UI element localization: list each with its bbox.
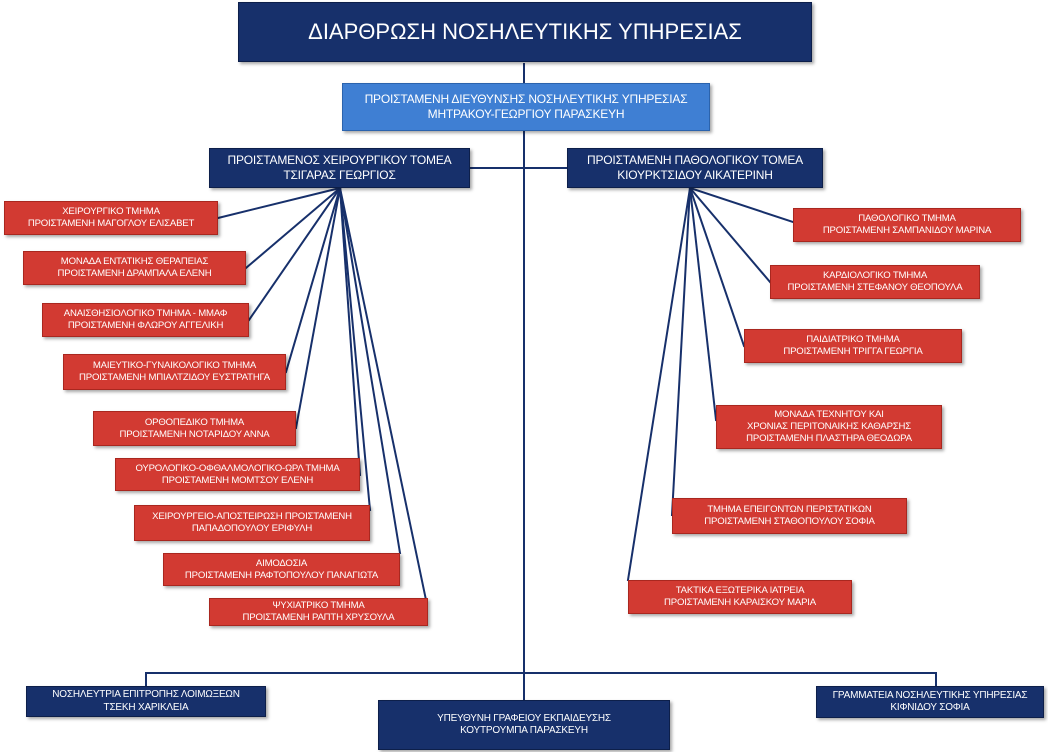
dept-title: ΤΜΗΜΑ ΕΠΕΙΓΟΝΤΩΝ ΠΕΡΙΣΤΑΤΙΚΩΝ: [707, 504, 872, 516]
connector-surgical-5: [294, 186, 342, 430]
dept-title: ΑΝΑΙΣΘΗΣΙΟΛΟΓΙΚΟ ΤΜΗΜΑ - ΜΜΑΦ: [63, 308, 228, 320]
pathology-dept-box: ΠΑΙΔΙΑΤΡΙΚΟ ΤΜΗΜΑ ΠΡΟΙΣΤΑΜΕΝΗ ΤΡΙΓΓΑ ΓΕΩ…: [744, 329, 962, 363]
connector-surgical-7: [338, 186, 372, 512]
connector-surgical-2: [244, 186, 342, 270]
director-box: ΠΡΟΙΣΤΑΜΕΝΗ ΔΙΕΥΘΥΝΣΗΣ ΝΟΣΗΛΕΥΤΙΚΗΣ ΥΠΗΡ…: [342, 83, 710, 131]
pathology-sector-name: ΚΙΟΥΡΚΤΣΙΔΟΥ ΑΙΚΑΤΕΡΙΝΗ: [617, 168, 773, 182]
education-office-name: ΚΟΥΤΡΟΥΜΠΑ ΠΑΡΑΣΚΕΥΗ: [460, 725, 588, 736]
dept-head: ΠΡΟΙΣΤΑΜΕΝΗ ΜΠΙΑΛΤΖΙΔΟΥ ΕΥΣΤΡΑΤΗΓΑ: [79, 372, 270, 383]
dept-head: ΠΡΟΙΣΤΑΜΕΝΗ ΚΑΡΑΙΣΚΟΥ ΜΑΡΙΑ: [664, 597, 816, 608]
secretariat-name: ΚΙΦΝΙΔΟΥ ΣΟΦΙΑ: [890, 702, 970, 713]
chart-title: ΔΙΑΡΘΡΩΣΗ ΝΟΣΗΛΕΥΤΙΚΗΣ ΥΠΗΡΕΣΙΑΣ: [238, 2, 812, 62]
connector-pathology-2: [688, 186, 772, 284]
surgical-dept-box: ΜΑΙΕΥΤΙΚΟ-ΓΥΝΑΙΚΟΛΟΓΙΚΟ ΤΜΗΜΑ ΠΡΟΙΣΤΑΜΕΝ…: [63, 354, 286, 390]
pathology-dept-box: ΠΑΘΟΛΟΓΙΚΟ ΤΜΗΜΑ ΠΡΟΙΣΤΑΜΕΝΗ ΣΑΜΠΑΝΙΔΟΥ …: [793, 208, 1021, 242]
dept-title: ΜΑΙΕΥΤΙΚΟ-ΓΥΝΑΙΚΟΛΟΓΙΚΟ ΤΜΗΜΑ: [92, 360, 257, 372]
surgical-dept-box: ΧΕΙΡΟΥΡΓΙΚΟ ΤΜΗΜΑ ΠΡΟΙΣΤΑΜΕΝΗ ΜΑΓΟΓΛΟΥ Ε…: [4, 201, 218, 235]
connector-pathology-4: [688, 186, 718, 422]
dept-head: ΠΡΟΙΣΤΑΜΕΝΗ ΠΛΑΣΤΗΡΑ ΘΕΟΔΩΡΑ: [746, 432, 912, 444]
dept-head: ΠΡΟΙΣΤΑΜΕΝΗ ΝΟΤΑΡΙΔΟΥ ΑΝΝΑ: [119, 428, 270, 440]
connector-pathology-1: [688, 186, 795, 224]
dept-title: ΜΟΝΑΔΑ ΕΝΤΑΤΙΚΗΣ ΘΕΡΑΠΕΙΑΣ: [60, 256, 209, 268]
surgical-dept-box: ΟΡΘΟΠΕΔΙΚΟ ΤΜΗΜΑ ΠΡΟΙΣΤΑΜΕΝΗ ΝΟΤΑΡΙΔΟΥ Α…: [93, 411, 296, 446]
dept-title: ΧΕΙΡΟΥΡΓΙΚΟ ΤΜΗΜΑ: [62, 206, 160, 218]
dept-subtitle: ΧΡΟΝΙΑΣ ΠΕΡΙΤΟΝΑΙΚΗΣ ΚΑΘΑΡΣΗΣ: [747, 421, 911, 433]
connector-surgical-1: [216, 186, 342, 220]
connector-surgical-3: [247, 186, 342, 322]
director-role: ΠΡΟΙΣΤΑΜΕΝΗ ΔΙΕΥΘΥΝΣΗΣ ΝΟΣΗΛΕΥΤΙΚΗΣ ΥΠΗΡ…: [364, 92, 688, 107]
education-office-role: ΥΠΕΥΘΥΝΗ ΓΡΑΦΕΙΟΥ ΕΚΠΑΙΔΕΥΣΗΣ: [437, 712, 611, 724]
dept-title: ΧΕΙΡΟΥΡΓΕΙΟ-ΑΠΟΣΤΕΙΡΩΣΗ ΠΡΟΙΣΤΑΜΕΝΗ: [152, 511, 352, 523]
dept-title: ΟΥΡΟΛΟΓΙΚΟ-ΟΦΘΑΛΜΟΛΟΓΙΚΟ-ΩΡΛ ΤΜΗΜΑ: [135, 462, 340, 474]
connector-pathology-6: [626, 186, 692, 582]
chart-title-text: ΔΙΑΡΘΡΩΣΗ ΝΟΣΗΛΕΥΤΙΚΗΣ ΥΠΗΡΕΣΙΑΣ: [308, 18, 742, 44]
dept-head: ΠΑΠΑΔΟΠΟΥΛΟΥ ΕΡΙΦΥΛΗ: [191, 523, 313, 534]
dept-head: ΠΡΟΙΣΤΑΜΕΝΗ ΡΑΦΤΟΠΟΥΛΟΥ ΠΑΝΑΓΙΩΤΑ: [184, 569, 379, 581]
infection-committee-name: ΤΣΕΚΗ ΧΑΡΙΚΛΕΙΑ: [103, 701, 189, 713]
surgical-dept-box: ΟΥΡΟΛΟΓΙΚΟ-ΟΦΘΑΛΜΟΛΟΓΙΚΟ-ΩΡΛ ΤΜΗΜΑ ΠΡΟΙΣ…: [115, 458, 360, 491]
connector-surgical-8: [338, 186, 402, 555]
surgical-sector-name: ΤΣΙΓΑΡΑΣ ΓΕΩΡΓΙΟΣ: [283, 168, 396, 182]
dept-head: ΠΡΟΙΣΤΑΜΕΝΗ ΤΡΙΓΓΑ ΓΕΩΡΓΙΑ: [783, 346, 923, 357]
dept-head: ΠΡΟΙΣΤΑΜΕΝΗ ΣΤΑΘΟΠΟΥΛΟΥ ΣΟΦΙΑ: [704, 516, 875, 527]
surgical-sector-box: ΠΡΟΙΣΤΑΜΕΝΟΣ ΧΕΙΡΟΥΡΓΙΚΟΥ ΤΟΜΕΑ ΤΣΙΓΑΡΑΣ…: [209, 148, 470, 188]
infection-committee-role: ΝΟΣΗΛΕΥΤΡΙΑ ΕΠΙΤΡΟΠΗΣ ΛΟΙΜΩΞΕΩΝ: [52, 689, 240, 701]
connector-pathology-3: [688, 186, 746, 348]
dept-head: ΠΡΟΙΣΤΑΜΕΝΗ ΡΑΠΤΗ ΧΡΥΣΟΥΛΑ: [242, 612, 395, 623]
connector-surgical-4: [284, 186, 342, 374]
pathology-dept-box: ΤΑΚΤΙΚΑ ΕΞΩΤΕΡΙΚΑ ΙΑΤΡΕΙΑ ΠΡΟΙΣΤΑΜΕΝΗ ΚΑ…: [628, 580, 852, 614]
pathology-sector-box: ΠΡΟΙΣΤΑΜΕΝΗ ΠΑΘΟΛΟΓΙΚΟΥ ΤΟΜΕΑ ΚΙΟΥΡΚΤΣΙΔ…: [567, 148, 823, 188]
dept-title: ΠΑΘΟΛΟΓΙΚΟ ΤΜΗΜΑ: [858, 213, 956, 225]
surgical-dept-box: ΜΟΝΑΔΑ ΕΝΤΑΤΙΚΗΣ ΘΕΡΑΠΕΙΑΣ ΠΡΟΙΣΤΑΜΕΝΗ Δ…: [23, 251, 246, 285]
connector-pathology-5: [670, 186, 692, 517]
connector-surgical-9: [338, 186, 428, 602]
education-office-box: ΥΠΕΥΘΥΝΗ ΓΡΑΦΕΙΟΥ ΕΚΠΑΙΔΕΥΣΗΣ ΚΟΥΤΡΟΥΜΠΑ…: [378, 700, 670, 750]
director-name: ΜΗΤΡΑΚΟΥ-ΓΕΩΡΓΙΟΥ ΠΑΡΑΣΚΕΥΗ: [427, 107, 625, 121]
dept-head: ΠΡΟΙΣΤΑΜΕΝΗ ΦΛΩΡΟΥ ΑΓΓΕΛΙΚΗ: [67, 320, 224, 331]
dept-title: ΤΑΚΤΙΚΑ ΕΞΩΤΕΡΙΚΑ ΙΑΤΡΕΙΑ: [675, 585, 805, 597]
dept-title: ΟΡΘΟΠΕΔΙΚΟ ΤΜΗΜΑ: [144, 416, 245, 428]
surgical-sector-role: ΠΡΟΙΣΤΑΜΕΝΟΣ ΧΕΙΡΟΥΡΓΙΚΟΥ ΤΟΜΕΑ: [227, 153, 452, 168]
dept-title: ΚΑΡΔΙΟΛΟΓΙΚΟ ΤΜΗΜΑ: [822, 270, 928, 282]
secretariat-box: ΓΡΑΜΜΑΤΕΙΑ ΝΟΣΗΛΕΥΤΙΚΗΣ ΥΠΗΡΕΣΙΑΣ ΚΙΦΝΙΔ…: [816, 686, 1044, 718]
surgical-dept-box: ΑΝΑΙΣΘΗΣΙΟΛΟΓΙΚΟ ΤΜΗΜΑ - ΜΜΑΦ ΠΡΟΙΣΤΑΜΕΝ…: [42, 303, 249, 337]
surgical-dept-box: ΧΕΙΡΟΥΡΓΕΙΟ-ΑΠΟΣΤΕΙΡΩΣΗ ΠΡΟΙΣΤΑΜΕΝΗ ΠΑΠΑ…: [134, 505, 370, 541]
pathology-dept-box: ΜΟΝΑΔΑ ΤΕΧΝΗΤΟΥ ΚΑΙ ΧΡΟΝΙΑΣ ΠΕΡΙΤΟΝΑΙΚΗΣ…: [716, 405, 942, 449]
dept-title: ΑΙΜΟΔΟΣΙΑ: [255, 557, 308, 569]
dept-head: ΠΡΟΙΣΤΑΜΕΝΗ ΜΑΓΟΓΛΟΥ ΕΛΙΣΑΒΕΤ: [27, 218, 195, 229]
pathology-dept-box: ΚΑΡΔΙΟΛΟΓΙΚΟ ΤΜΗΜΑ ΠΡΟΙΣΤΑΜΕΝΗ ΣΤΕΦΑΝΟΥ …: [770, 265, 980, 299]
dept-title: ΜΟΝΑΔΑ ΤΕΧΝΗΤΟΥ ΚΑΙ: [774, 409, 884, 421]
pathology-sector-role: ΠΡΟΙΣΤΑΜΕΝΗ ΠΑΘΟΛΟΓΙΚΟΥ ΤΟΜΕΑ: [587, 153, 803, 168]
surgical-dept-box: ΨΥΧΙΑΤΡΙΚΟ ΤΜΗΜΑ ΠΡΟΙΣΤΑΜΕΝΗ ΡΑΠΤΗ ΧΡΥΣΟ…: [209, 598, 428, 626]
dept-head: ΠΡΟΙΣΤΑΜΕΝΗ ΜΟΜΤΣΟΥ ΕΛΕΝΗ: [161, 474, 314, 486]
dept-title: ΠΑΙΔΙΑΤΡΙΚΟ ΤΜΗΜΑ: [806, 334, 900, 346]
dept-head: ΠΡΟΙΣΤΑΜΕΝΗ ΣΤΕΦΑΝΟΥ ΘΕΟΠΟΥΛΑ: [787, 282, 963, 293]
secretariat-role: ΓΡΑΜΜΑΤΕΙΑ ΝΟΣΗΛΕΥΤΙΚΗΣ ΥΠΗΡΕΣΙΑΣ: [832, 689, 1028, 701]
dept-title: ΨΥΧΙΑΤΡΙΚΟ ΤΜΗΜΑ: [272, 600, 365, 612]
connector-surgical-6: [338, 186, 362, 477]
surgical-dept-box: ΑΙΜΟΔΟΣΙΑ ΠΡΟΙΣΤΑΜΕΝΗ ΡΑΦΤΟΠΟΥΛΟΥ ΠΑΝΑΓΙ…: [163, 553, 400, 586]
dept-head: ΠΡΟΙΣΤΑΜΕΝΗ ΣΑΜΠΑΝΙΔΟΥ ΜΑΡΙΝΑ: [822, 225, 992, 236]
dept-head: ΠΡΟΙΣΤΑΜΕΝΗ ΔΡΑΜΠΑΛΑ ΕΛΕΝΗ: [57, 268, 212, 279]
infection-committee-box: ΝΟΣΗΛΕΥΤΡΙΑ ΕΠΙΤΡΟΠΗΣ ΛΟΙΜΩΞΕΩΝ ΤΣΕΚΗ ΧΑ…: [26, 686, 266, 717]
pathology-dept-box: ΤΜΗΜΑ ΕΠΕΙΓΟΝΤΩΝ ΠΕΡΙΣΤΑΤΙΚΩΝ ΠΡΟΙΣΤΑΜΕΝ…: [672, 498, 907, 534]
